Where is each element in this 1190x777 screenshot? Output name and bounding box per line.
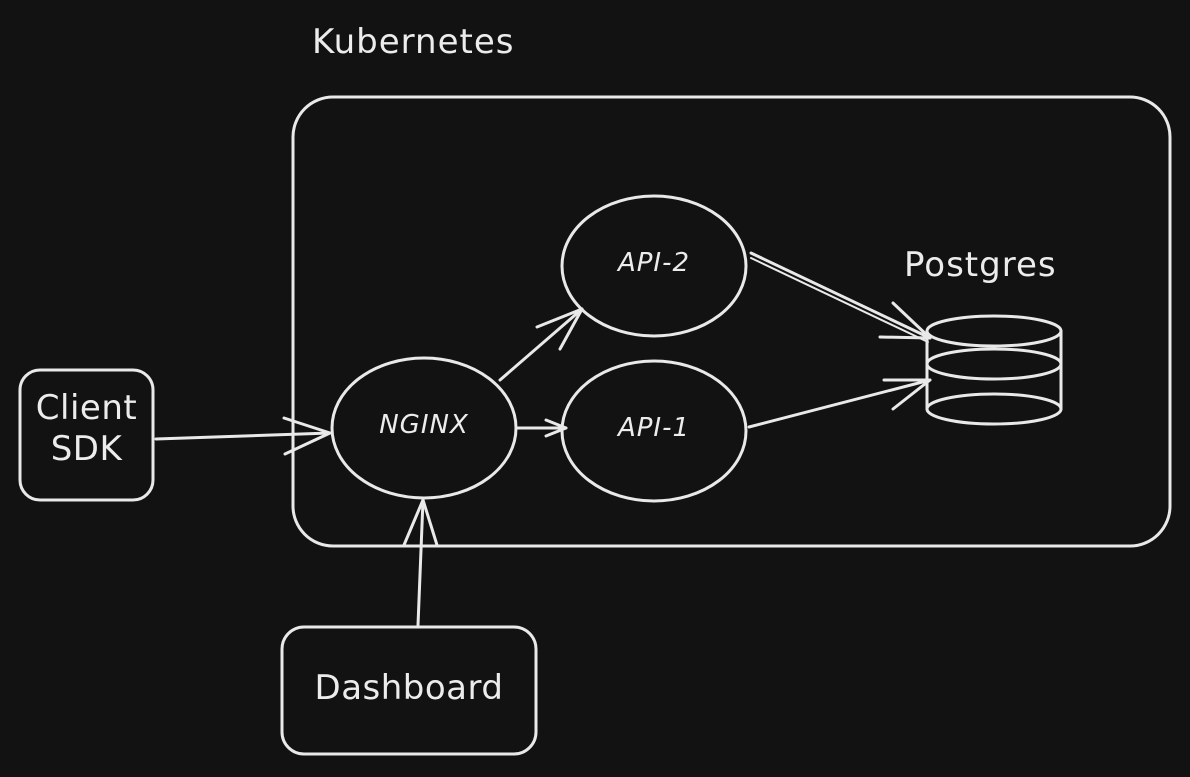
edge-api-1-to-postgres [747,378,932,429]
nginx-node [330,356,518,500]
nginx-label: NGINX [379,410,469,440]
client-sdk-box [18,368,155,502]
edge-nginx-to-api-1 [516,418,568,438]
dashboard-label: Dashboard [314,668,504,708]
edge-nginx-to-api-2 [498,307,584,382]
kubernetes-cluster-box [291,95,1172,548]
api-2-node [560,194,748,338]
kubernetes-cluster-label: Kubernetes [312,22,515,62]
dashboard-box [280,625,538,756]
edge-dashboard-to-nginx [402,498,439,627]
client-sdk-label-line1: Client [35,388,138,428]
api-1-label: API-1 [617,413,691,443]
api-2-label: API-2 [617,248,691,278]
client-sdk-label: Client SDK [20,388,153,470]
edge-api-2-to-postgres [749,251,932,343]
edge-client-sdk-to-nginx [154,416,332,456]
client-sdk-label-line2: SDK [50,428,123,469]
postgres-database-icon [925,314,1063,426]
postgres-label: Postgres [904,245,1057,285]
